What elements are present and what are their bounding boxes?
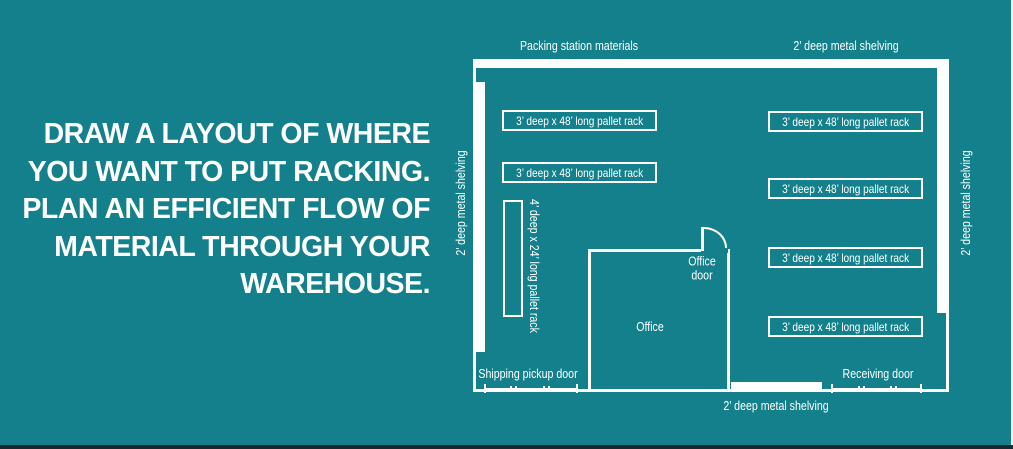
left-shelving-bar (476, 82, 485, 352)
right-wall (946, 66, 949, 392)
dock-tick (920, 384, 922, 393)
pallet-rack-label: 3’ deep x 48’ long pallet rack (515, 165, 644, 180)
right-shelving-bar (937, 66, 946, 313)
office-door-arc (704, 227, 727, 248)
office-room (588, 249, 730, 392)
shipping-door-label: Shipping pickup door (478, 367, 578, 381)
shipping-door-symbol (484, 384, 578, 393)
vertical-pallet-rack-label: 4’ deep x 24’ long pallet rack (527, 199, 541, 333)
dock-tick (515, 385, 517, 392)
dock-line (484, 387, 578, 390)
pallet-rack-box: 3’ deep x 48’ long pallet rack (768, 111, 923, 132)
dock-tick (858, 385, 860, 392)
dock-line (831, 387, 922, 390)
office-door-leaf (701, 227, 704, 251)
dock-tick (484, 384, 486, 393)
office-door-label-line: door (691, 268, 713, 282)
packing-station-label: Packing station materials (519, 39, 639, 53)
bottom-edge-strip (0, 445, 1013, 449)
top-shelving-label: 2’ deep metal shelving (793, 39, 899, 53)
pallet-rack-label: 3’ deep x 48’ long pallet rack (781, 319, 910, 334)
dock-tick (576, 384, 578, 393)
dock-tick (543, 385, 545, 392)
pallet-rack-box: 3’ deep x 48’ long pallet rack (502, 162, 657, 183)
office-door-label: Office door (688, 254, 716, 283)
right-shelving-label: 2’ deep metal shelving (959, 150, 973, 256)
office-door-opening (701, 249, 728, 253)
dock-tick (548, 385, 550, 392)
pallet-rack-box: 3’ deep x 48’ long pallet rack (768, 247, 923, 268)
office-door-label-line: Office (688, 254, 716, 269)
headline-line: MATERIAL THROUGH YOUR (54, 230, 430, 263)
bottom-shelving-label: 2’ deep metal shelving (723, 399, 829, 413)
bottom-shelving-bar (731, 382, 822, 390)
pallet-rack-label: 3’ deep x 48’ long pallet rack (781, 250, 910, 265)
left-wall (473, 66, 476, 392)
left-shelving-label: 2’ deep metal shelving (454, 150, 468, 256)
pallet-rack-box: 3’ deep x 48’ long pallet rack (502, 110, 657, 131)
pallet-rack-label: 3’ deep x 48’ long pallet rack (781, 114, 910, 129)
vertical-pallet-rack-box (503, 200, 523, 317)
pallet-rack-label: 3’ deep x 48’ long pallet rack (781, 181, 910, 196)
dock-tick (895, 385, 897, 392)
pallet-rack-box: 3’ deep x 48’ long pallet rack (768, 316, 923, 337)
receiving-door-label: Receiving door (842, 367, 914, 381)
headline-line: DRAW A LAYOUT OF WHERE (43, 118, 431, 150)
headline-line: YOU WANT TO PUT RACKING. (27, 155, 431, 188)
receiving-door-symbol (831, 384, 922, 393)
top-wall (473, 59, 949, 68)
dock-tick (510, 385, 512, 392)
dock-tick (831, 384, 833, 393)
pallet-rack-label: 3’ deep x 48’ long pallet rack (515, 113, 644, 128)
pallet-rack-box: 3’ deep x 48’ long pallet rack (768, 178, 923, 199)
dock-tick (863, 385, 865, 392)
dock-tick (890, 385, 892, 392)
headline-text: DRAW A LAYOUT OF WHERE YOU WANT TO PUT R… (18, 116, 430, 304)
office-label: Office (636, 320, 664, 334)
headline-line: PLAN AN EFFICIENT FLOW OF (22, 193, 430, 226)
headline-line: WAREHOUSE. (240, 268, 430, 301)
right-edge-strip (1011, 0, 1013, 449)
